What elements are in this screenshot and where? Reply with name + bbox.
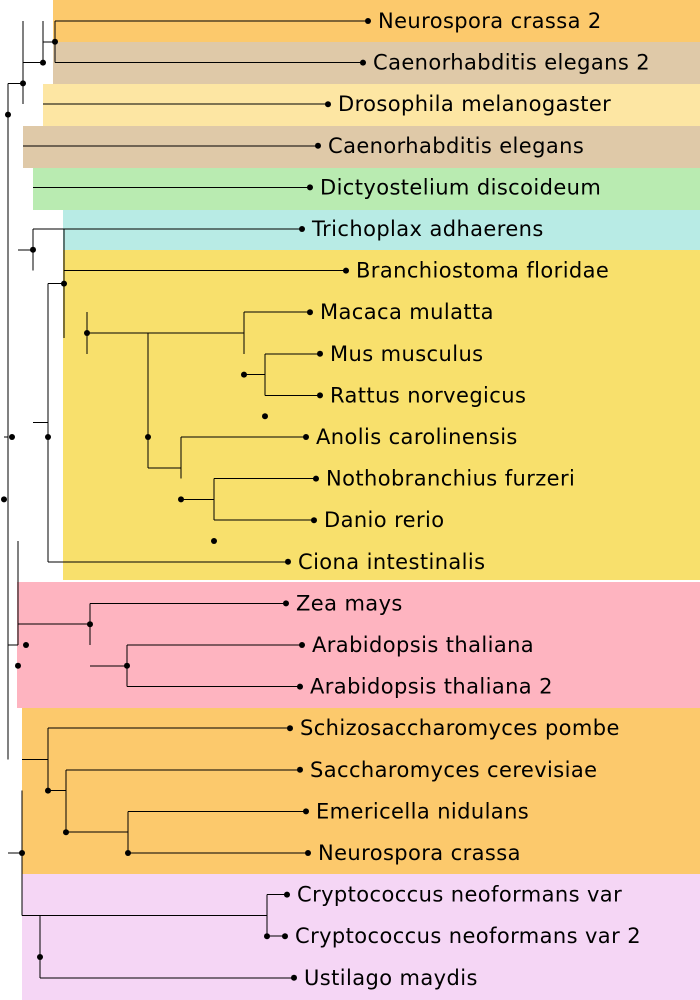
- taxon-label-saccharomyces-cerevisiae: Saccharomyces cerevisiae: [310, 758, 597, 782]
- clade-highlight-orange: [22, 708, 700, 874]
- taxon-label-caenorhabditis-elegans: Caenorhabditis elegans: [328, 134, 584, 158]
- clade-highlight-green: [33, 168, 700, 210]
- taxon-labels: Neurospora crassa 2 Caenorhabditis elegan…: [295, 9, 650, 990]
- leaf-node: [297, 683, 303, 690]
- taxon-label-nothobranchius-furzeri: Nothobranchius furzeri: [326, 467, 575, 491]
- internal-node: [1, 496, 7, 503]
- leaf-node: [325, 101, 331, 108]
- internal-node: [37, 954, 43, 960]
- taxon-label-schizosaccharomyces-pombe: Schizosaccharomyces pombe: [300, 716, 620, 740]
- internal-node: [124, 662, 130, 669]
- taxon-label-neurospora-crassa-2: Neurospora crassa 2: [378, 9, 602, 33]
- internal-node: [178, 496, 184, 503]
- clade-highlight-cyan: [63, 210, 700, 252]
- taxon-label-anolis-carolinensis: Anolis carolinensis: [316, 425, 518, 449]
- taxon-label-macaca-mulatta: Macaca mulatta: [320, 300, 494, 324]
- leaf-node: [291, 974, 297, 981]
- internal-node: [84, 330, 90, 336]
- leaf-node: [287, 725, 293, 732]
- internal-node: [40, 59, 46, 66]
- leaf-node: [285, 558, 291, 565]
- taxon-label-arabidopsis-thaliana: Arabidopsis thaliana: [312, 633, 534, 657]
- internal-node: [5, 111, 11, 118]
- taxon-label-cryptococcus-neoformans-var: Cryptococcus neoformans var: [297, 883, 622, 907]
- clade-highlight-white: [48, 210, 63, 582]
- internal-node: [145, 434, 151, 440]
- taxon-label-zea-mays: Zea mays: [296, 591, 403, 615]
- taxon-label-dictyostelium-discoideum: Dictyostelium discoideum: [320, 175, 601, 199]
- internal-node: [9, 434, 15, 440]
- internal-node: [45, 787, 51, 794]
- internal-node: [262, 413, 268, 420]
- leaf-node: [299, 642, 305, 648]
- internal-node: [15, 662, 21, 669]
- internal-node: [20, 80, 26, 87]
- internal-node: [87, 621, 93, 628]
- clade-highlight-lightyellow: [43, 84, 700, 126]
- leaf-node: [365, 18, 371, 24]
- leaf-node: [313, 475, 319, 482]
- leaf-node: [299, 226, 305, 232]
- taxon-label-branchiostoma-floridae: Branchiostoma floridae: [356, 259, 609, 283]
- leaf-node: [303, 808, 309, 815]
- internal-node: [211, 538, 217, 544]
- leaf-node: [283, 600, 289, 607]
- internal-node: [19, 850, 25, 856]
- taxon-label-ustilago-maydis: Ustilago maydis: [304, 966, 478, 990]
- taxon-label-arabidopsis-thaliana-2: Arabidopsis thaliana 2: [310, 675, 553, 699]
- clade-highlight-yellow: [63, 250, 700, 580]
- leaf-node: [317, 392, 323, 399]
- tree-nodes: [1, 18, 371, 981]
- tree-branches: [4, 20, 368, 979]
- leaf-node: [343, 267, 349, 274]
- internal-node: [63, 829, 69, 836]
- leaf-node: [311, 517, 317, 524]
- taxon-label-ciona-intestinalis: Ciona intestinalis: [298, 550, 486, 574]
- leaf-node: [297, 766, 303, 773]
- internal-node: [241, 371, 247, 378]
- taxon-label-rattus-norvegicus: Rattus norvegicus: [330, 383, 526, 407]
- taxon-label-caenorhabditis-elegans-2: Caenorhabditis elegans 2: [373, 51, 650, 75]
- taxon-label-danio-rerio: Danio rerio: [324, 508, 445, 532]
- leaf-node: [307, 309, 313, 316]
- leaf-node: [317, 350, 323, 357]
- taxon-label-emericella-nidulans: Emericella nidulans: [316, 799, 529, 823]
- internal-node: [23, 642, 29, 648]
- taxon-label-drosophila-melanogaster: Drosophila melanogaster: [338, 92, 611, 116]
- leaf-node: [315, 142, 321, 149]
- clade-highlight-lavender: [22, 874, 700, 1000]
- leaf-node: [307, 184, 313, 191]
- leaf-node: [303, 434, 309, 440]
- taxon-label-cryptococcus-neoformans-var-2: Cryptococcus neoformans var 2: [295, 924, 641, 948]
- taxon-label-mus-musculus: Mus musculus: [330, 342, 484, 366]
- internal-node: [264, 933, 270, 940]
- internal-node: [125, 850, 131, 856]
- clade-highlight-tan: [23, 126, 700, 168]
- taxon-label-neurospora-crassa: Neurospora crassa: [318, 841, 521, 865]
- taxon-label-trichoplax-adhaerens: Trichoplax adhaerens: [311, 217, 544, 241]
- internal-node: [61, 280, 67, 287]
- leaf-node: [305, 850, 311, 856]
- leaf-node: [284, 891, 290, 898]
- internal-node: [30, 246, 36, 253]
- leaf-node: [282, 933, 288, 940]
- internal-node: [45, 434, 51, 440]
- leaf-node: [360, 59, 366, 66]
- internal-node: [52, 38, 58, 45]
